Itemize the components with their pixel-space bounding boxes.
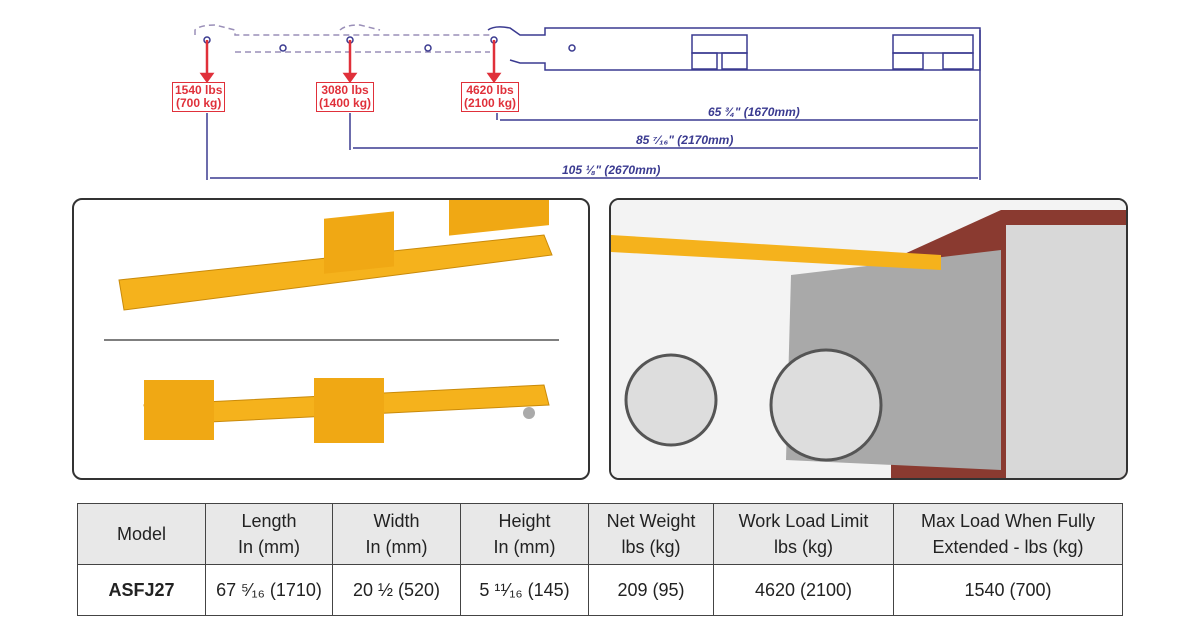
cell-max-load: 1540 (700)	[893, 564, 1123, 616]
boom-diagram	[194, 24, 981, 180]
load-label-extended: 1540 lbs(700 kg)	[172, 82, 226, 112]
cell-length: 67 ⁵⁄₁₆ (1710)	[205, 564, 333, 616]
dimension-2670: 105 ⅛" (2670mm)	[562, 163, 661, 177]
cell-work-load-limit: 4620 (2100)	[713, 564, 894, 616]
cell-width: 20 ½ (520)	[332, 564, 461, 616]
load-label-mid: 3080 lbs(1400 kg)	[316, 82, 375, 112]
dimension-2170: 85 ⁷⁄₁₆" (2170mm)	[636, 133, 734, 147]
dimension-1670: 65 ¾" (1670mm)	[708, 105, 800, 119]
table-row: ASFJ27 67 ⁵⁄₁₆ (1710) 20 ½ (520) 5 ¹¹⁄₁₆…	[77, 564, 1123, 616]
col-model: Model	[77, 503, 206, 565]
cell-model: ASFJ27	[77, 564, 206, 616]
cell-height: 5 ¹¹⁄₁₆ (145)	[460, 564, 589, 616]
load-label-retracted: 4620 lbs(2100 kg)	[461, 82, 520, 112]
product-photo-in-use	[609, 198, 1128, 480]
product-photo-jib	[72, 198, 590, 480]
cell-net-weight: 209 (95)	[588, 564, 714, 616]
